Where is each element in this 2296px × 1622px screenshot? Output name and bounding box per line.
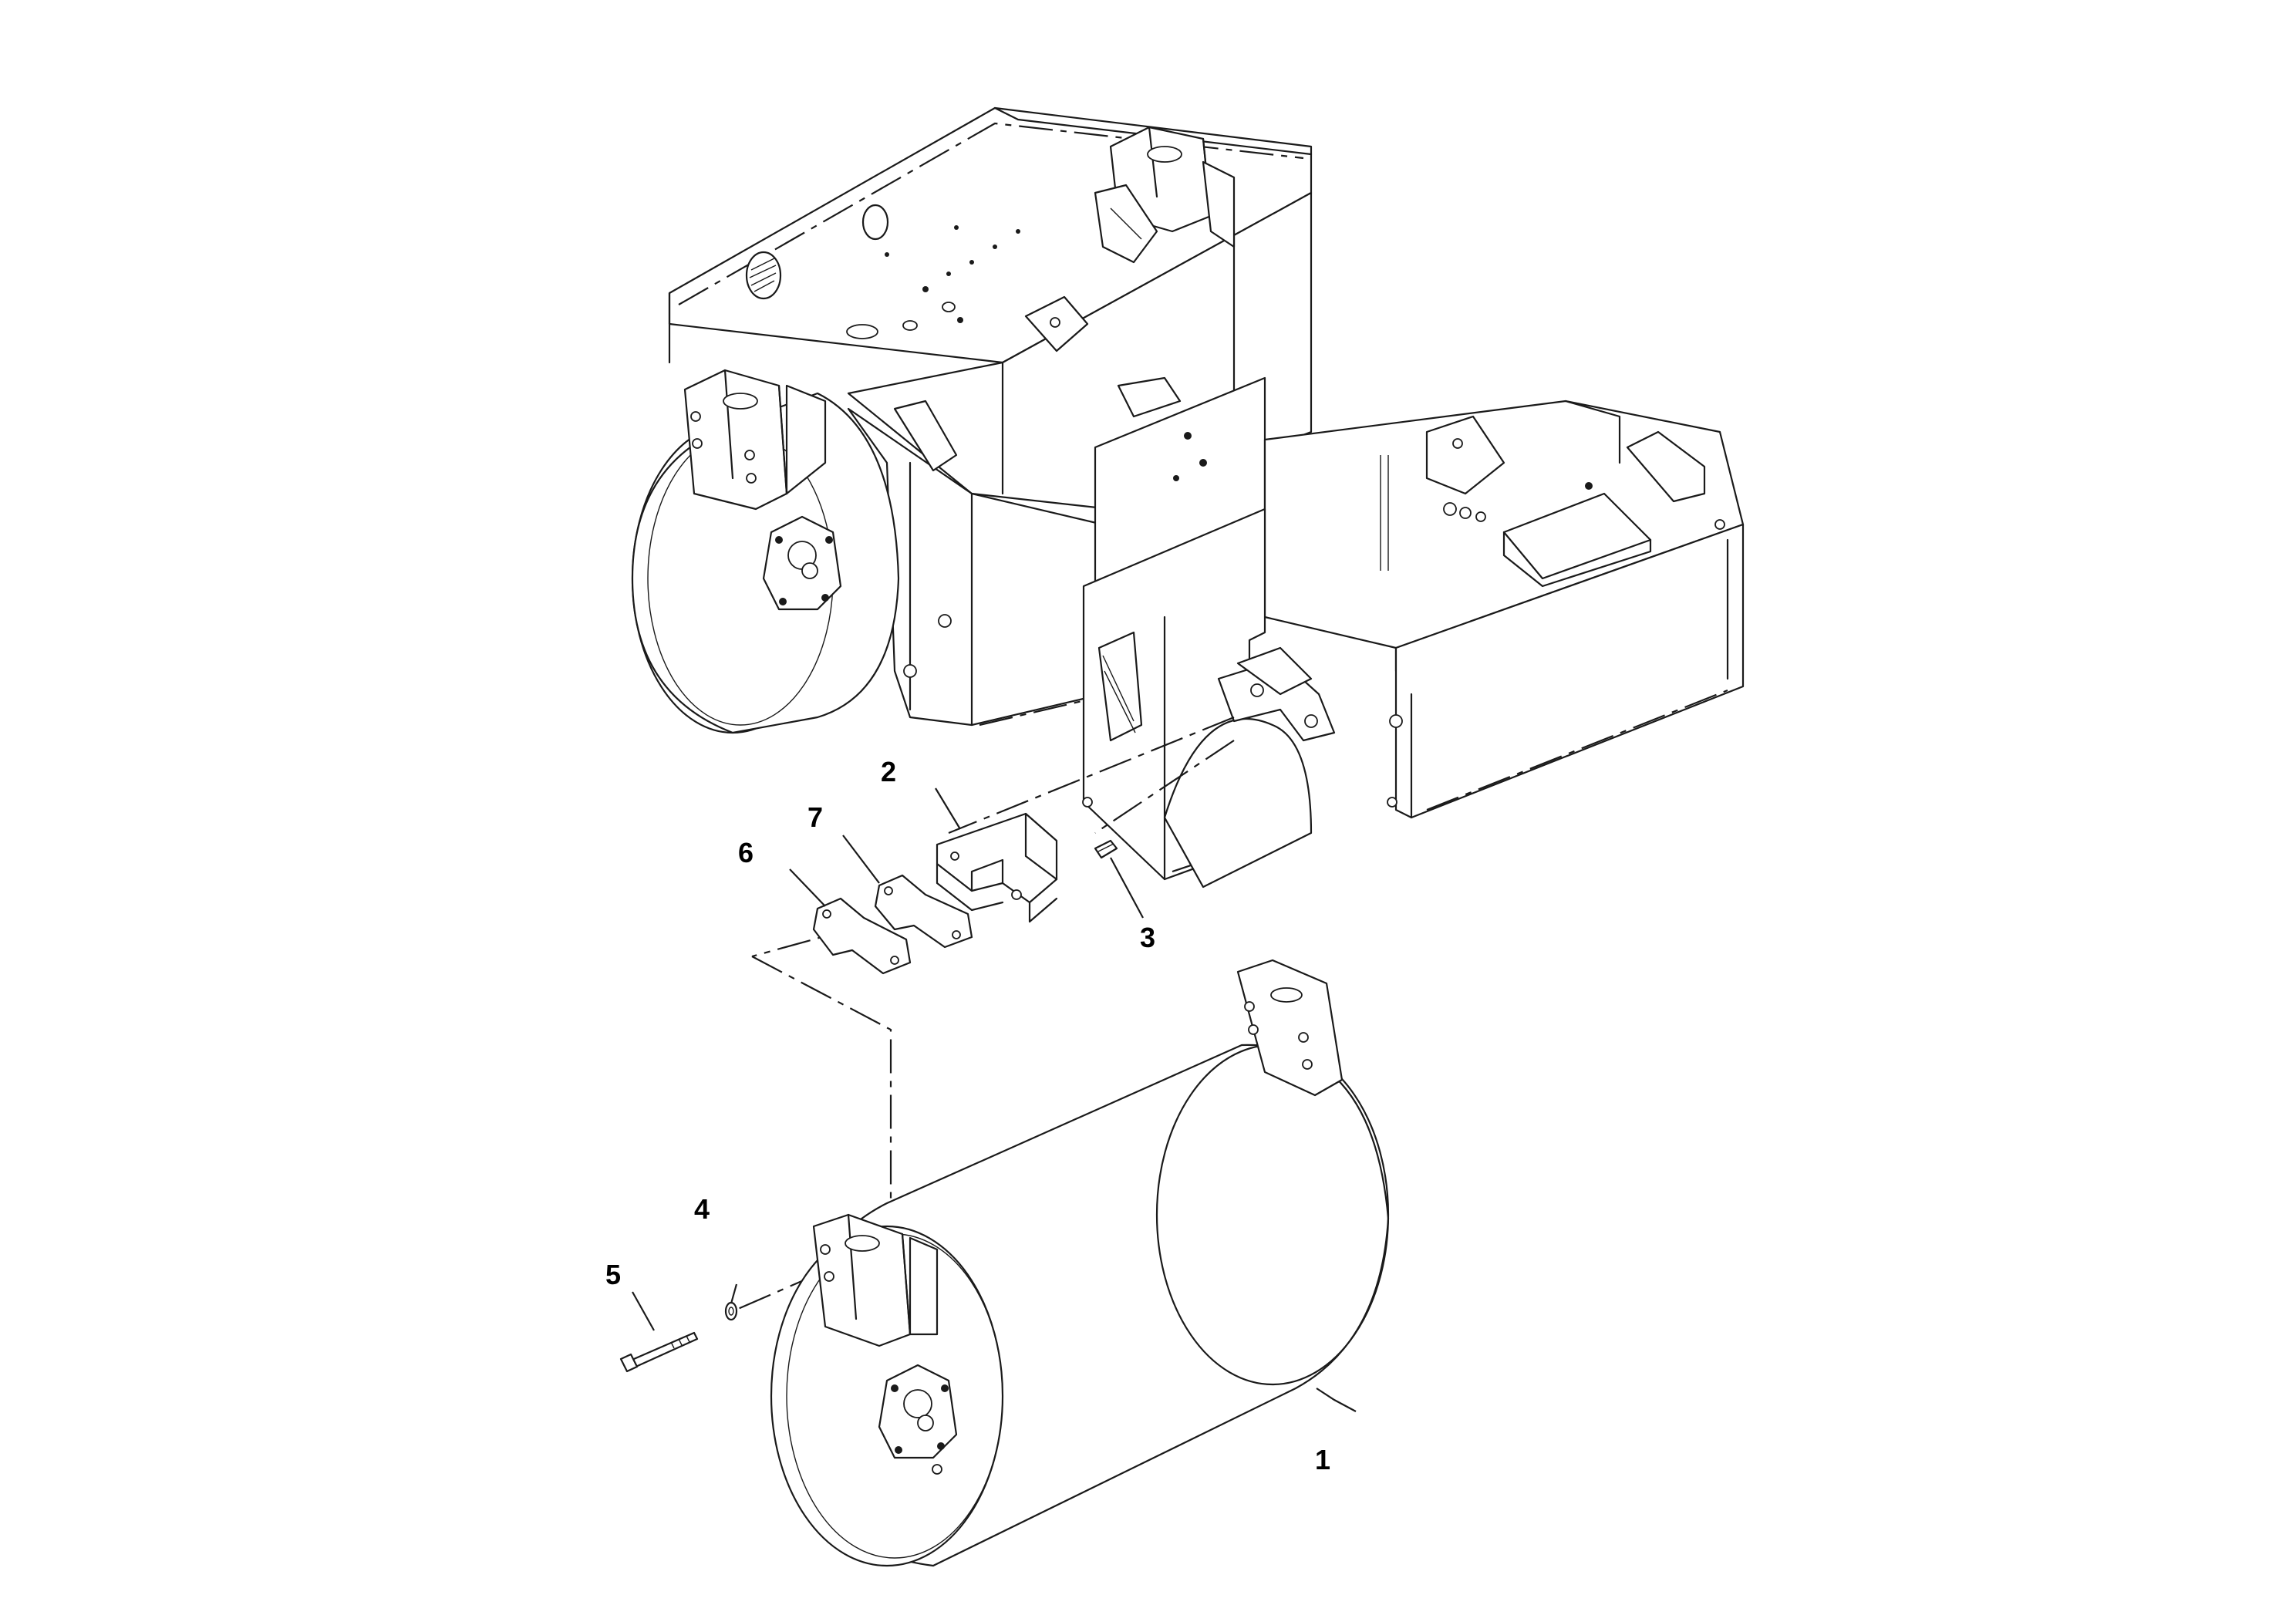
callout-7: 7 [807, 801, 823, 833]
callout-4: 4 [694, 1193, 710, 1225]
rear-frame-assembly [1082, 376, 1745, 889]
part-5-bolt [619, 1331, 699, 1373]
part-4-washer [724, 1301, 738, 1321]
callout-6: 6 [738, 837, 754, 868]
part-7-shim-plate [874, 874, 973, 949]
callout-labels: 1 2 3 4 5 6 7 [605, 756, 1330, 1475]
callout-3: 3 [1140, 922, 1155, 953]
part-3-bushing [1094, 839, 1118, 859]
callout-5: 5 [605, 1259, 621, 1290]
part-2-pivot-bracket [936, 812, 1058, 923]
callout-2: 2 [881, 756, 896, 787]
callout-1: 1 [1315, 1444, 1330, 1475]
part-6-shim-plate [812, 897, 912, 975]
callout-leaders [632, 787, 1357, 1412]
part-1-drum [770, 959, 1390, 1567]
